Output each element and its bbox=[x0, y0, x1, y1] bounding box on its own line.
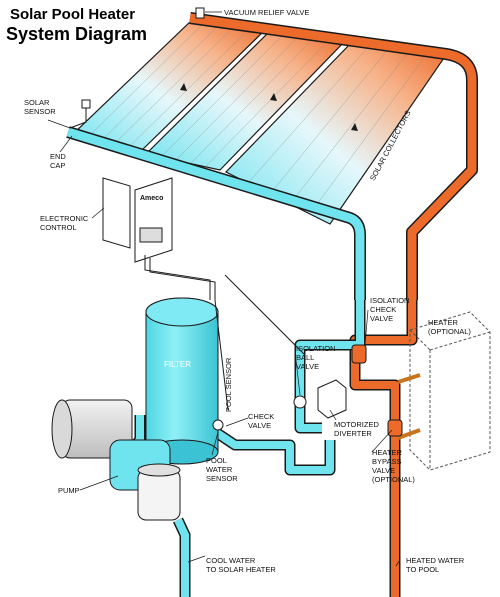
leader-lines bbox=[47, 11, 401, 567]
heater-connections bbox=[397, 373, 421, 440]
vacuum-relief-valve bbox=[195, 7, 205, 19]
label-check-valve: CHECK VALVE bbox=[248, 412, 275, 430]
filter-tank bbox=[145, 297, 219, 465]
motorized-diverter bbox=[317, 379, 347, 419]
control-wiring bbox=[69, 108, 306, 411]
label-solar-sensor: SOLAR SENSOR bbox=[24, 98, 56, 116]
heater-box bbox=[409, 311, 491, 471]
label-isolation-ball-valve: ISOLATION BALL VALVE bbox=[296, 344, 336, 371]
collector-ribs bbox=[85, 21, 429, 215]
pump bbox=[51, 399, 181, 521]
label-heated-water: HEATED WATER TO POOL bbox=[406, 556, 465, 574]
label-electronic-control: ELECTRONIC CONTROL bbox=[40, 214, 89, 232]
electronic-control-box bbox=[102, 177, 173, 263]
label-vacuum-relief-valve: VACUUM RELIEF VALVE bbox=[224, 8, 310, 17]
label-filter: FILTER bbox=[164, 360, 191, 369]
label-heater-optional: HEATER (OPTIONAL) bbox=[428, 318, 471, 336]
diagram-title-line1: Solar Pool Heater bbox=[10, 6, 136, 23]
valves bbox=[212, 344, 403, 437]
label-pump: PUMP bbox=[58, 486, 80, 495]
solar-sensor bbox=[81, 99, 91, 109]
label-isolation-check-valve: ISOLATION CHECK VALVE bbox=[370, 296, 410, 323]
label-control-brand: Ameco bbox=[140, 195, 164, 202]
diagram-title-line2: System Diagram bbox=[6, 24, 148, 44]
label-pool-water-sensor: POOL WATER SENSOR bbox=[206, 456, 238, 483]
label-motorized-diverter: MOTORIZED DIVERTER bbox=[334, 420, 379, 438]
label-heater-bypass-valve: HEATER BYPASS VALVE (OPTIONAL) bbox=[372, 448, 415, 484]
label-end-cap: END CAP bbox=[50, 152, 66, 170]
label-pool-sensor: POOL SENSOR bbox=[224, 357, 233, 412]
label-cool-water: COOL WATER TO SOLAR HEATER bbox=[206, 556, 276, 574]
flow-arrows bbox=[180, 83, 358, 131]
